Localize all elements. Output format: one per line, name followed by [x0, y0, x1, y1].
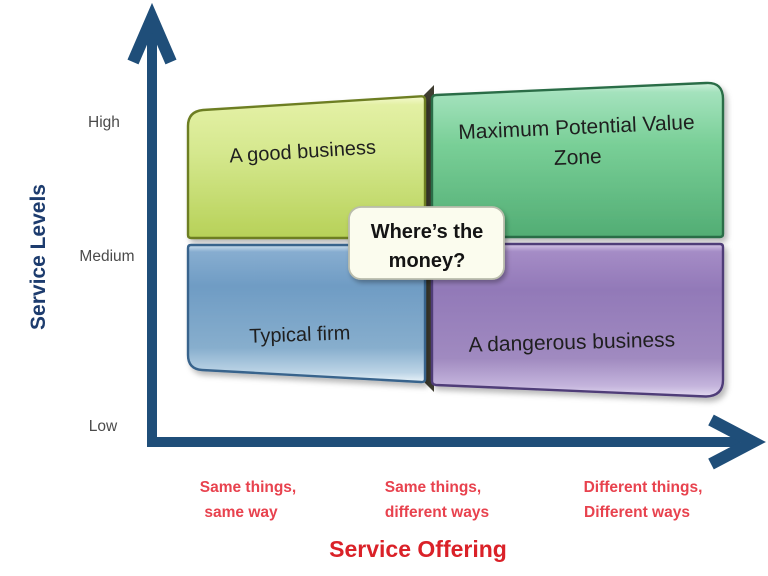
x-category-2-line2: different ways	[385, 504, 489, 521]
callout-line1: Where’s the	[371, 221, 484, 243]
quadrant-bottom-left-label: Typical firm	[249, 322, 351, 348]
callout-bubble	[348, 206, 505, 280]
callout	[348, 206, 505, 280]
y-axis-title: Service Levels	[27, 184, 50, 330]
x-category-2: Same things, different ways	[385, 479, 489, 521]
x-category-1-line1: Same things,	[200, 479, 296, 496]
x-category-1: Same things, same way	[200, 479, 296, 521]
x-axis-title: Service Offering	[329, 536, 507, 562]
axes	[127, 2, 766, 470]
x-category-3-line2: Different ways	[584, 504, 690, 521]
quadrant-bottom-right-label: A dangerous business	[468, 328, 675, 356]
x-category-3-line1: Different things,	[584, 479, 703, 496]
quadrant-top-right-label-line2: Zone	[553, 145, 602, 170]
y-axis-arrowhead-icon	[127, 2, 177, 65]
callout-line2: money?	[389, 250, 466, 272]
axis-lines	[147, 30, 740, 447]
x-category-2-line1: Same things,	[385, 479, 481, 496]
quadrant-grid	[186, 81, 725, 398]
x-category-1-line2: same way	[204, 504, 278, 521]
y-tick-low: Low	[89, 418, 118, 435]
y-tick-medium: Medium	[79, 248, 134, 265]
y-tick-high: High	[88, 114, 120, 131]
x-axis-arrowhead-icon	[708, 414, 766, 470]
x-category-3: Different things, Different ways	[584, 479, 703, 521]
